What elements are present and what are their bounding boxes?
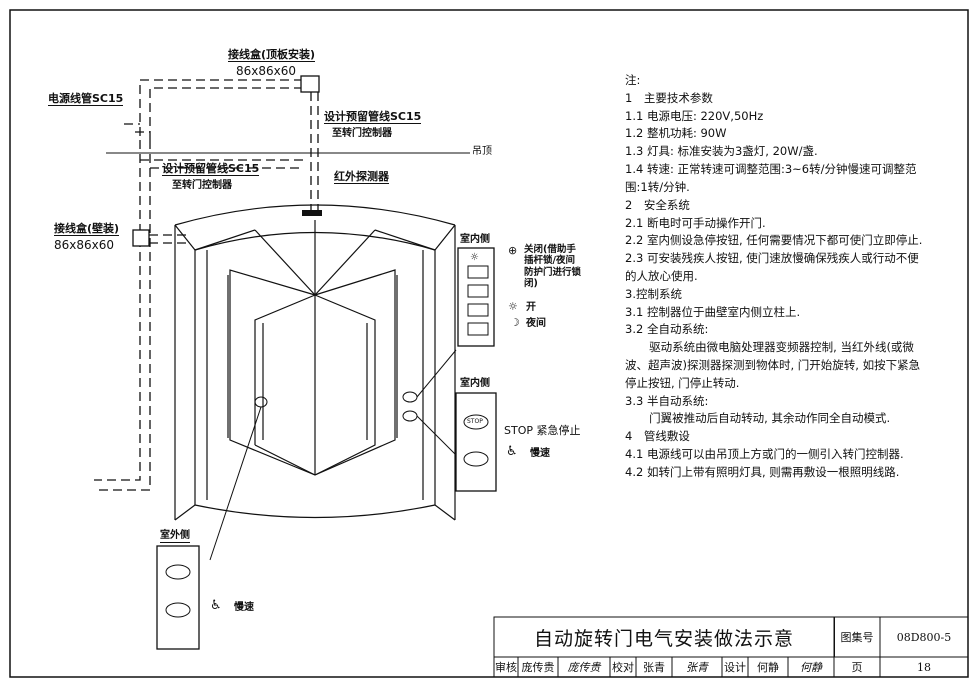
outdoor-sensor-button [165, 564, 191, 580]
night-label: 夜间 [526, 318, 546, 329]
note-line: 3.控制系统 [625, 286, 682, 301]
title-block: 自动旋转门电气安装做法示意 图集号 08D800-5 审核 庞传贵 庞传贵 校对… [494, 617, 968, 677]
slow-button-outdoor [165, 602, 191, 618]
slow-speed-label-2: 慢速 [234, 602, 254, 613]
wheelchair-icon-outdoor: ♿ [210, 598, 222, 613]
reviewer-signature: 庞传贵 [567, 661, 601, 674]
design-label: 设计 [724, 661, 746, 674]
notes-heading: 注: [625, 73, 641, 87]
slow-speed-label-1: 慢速 [530, 448, 550, 459]
note-line: 驱动系统由微电脑处理器变频器控制, 当红外线(或微波、超声波)探测器探测到物体时… [625, 340, 921, 390]
note-line: 1.2 整机功耗: 90W [625, 126, 727, 141]
junction-box-ceiling-label: 接线盒(顶板安装) [228, 48, 316, 63]
outdoor-side-label: 室外侧 [160, 530, 190, 543]
indoor-panel-2 [455, 392, 497, 492]
post-sensor-right-1 [402, 391, 418, 403]
junction-box-ceiling-size: 86x86x60 [236, 64, 297, 78]
note-line: 3.2 全自动系统: [625, 322, 709, 337]
to-controller-label-1: 至转门控制器 [332, 128, 392, 139]
indoor-side-label-2: 室内侧 [460, 378, 490, 389]
note-line: 2.1 断电时可手动操作开门. [625, 215, 766, 230]
checker-name: 张青 [643, 661, 665, 674]
wheelchair-icon-indoor: ♿ [506, 444, 518, 459]
note-line: 3.3 半自动系统: [625, 393, 709, 408]
emergency-stop-label: STOP 紧急停止 [504, 424, 581, 437]
page-label: 页 [851, 661, 863, 674]
drawing-title: 自动旋转门电气安装做法示意 [494, 617, 835, 657]
designer-name: 何静 [757, 661, 779, 674]
post-sensor-left [254, 396, 268, 408]
page-number: 18 [917, 660, 931, 674]
leader-line-1 [416, 349, 457, 398]
junction-box-ceiling [300, 75, 320, 93]
open-label: 开 [526, 302, 536, 313]
note-line: 1.3 灯具: 标准安装为3盏灯, 20W/盏. [625, 144, 818, 159]
panel-1-switch-1 [467, 265, 489, 279]
panel-1-switch-2 [467, 284, 489, 298]
ceiling-label: 吊顶 [472, 146, 492, 157]
conduit-lines [94, 79, 319, 491]
reserved-conduit-label-1: 设计预留管线SC15 [324, 110, 422, 125]
reserved-conduit-label-2: 设计预留管线SC15 [162, 162, 260, 177]
junction-box-wall-label: 接线盒(壁装) [54, 222, 120, 237]
note-line: 1.1 电源电压: 220V,50Hz [625, 108, 764, 123]
junction-box-wall-size: 86x86x60 [54, 238, 115, 252]
note-line: 2.3 可安装残疾人按钮, 使门速放慢确保残疾人或行动不便的人放心使用. [625, 251, 919, 283]
revolving-door [174, 204, 456, 521]
reviewer-name: 庞传贵 [521, 661, 555, 674]
indoor-side-label-1: 室内侧 [460, 234, 490, 245]
stop-button [463, 414, 489, 430]
junction-box-wall [132, 229, 150, 247]
note-line: 1 主要技术参数 [625, 90, 713, 105]
infrared-detector [302, 210, 322, 216]
infrared-detector-label: 红外探测器 [334, 170, 389, 185]
close-description: 关闭(借助手插杆锁/夜间防护门进行锁闭) [524, 244, 582, 290]
sun-icon: ☼ [470, 252, 479, 263]
designer-signature: 何静 [800, 661, 822, 674]
note-line: 2.2 室内侧设急停按钮, 任何需要情况下都可使门立即停止. [625, 233, 923, 248]
panel-1-switch-3 [467, 303, 489, 317]
note-line: 2 安全系统 [625, 197, 690, 212]
leader-line-3 [209, 406, 262, 561]
slow-button-indoor [463, 451, 489, 467]
leader-line-2 [416, 415, 457, 456]
stop-button-text: STOP [467, 418, 483, 425]
close-symbol-icon: ⊕ [508, 244, 518, 257]
outdoor-panel [156, 545, 200, 650]
note-line: 4 管线敷设 [625, 429, 690, 444]
panel-1-switch-4 [467, 322, 489, 336]
check-label: 校对 [612, 661, 634, 674]
atlas-no-label: 图集号 [840, 631, 874, 644]
atlas-no: 08D800-5 [896, 630, 952, 644]
checker-signature: 张青 [686, 661, 708, 674]
sheet-border [9, 9, 969, 678]
note-line: 4.1 电源线可以由吊顶上方或门的一侧引入转门控制器. [625, 447, 904, 462]
power-conduit-label: 电源线管SC15 [48, 92, 124, 107]
moon-icon: ☽ [510, 316, 520, 329]
note-line: 1.4 转速: 正常转速可调整范围:3~6转/分钟慢速可调整范围:1转/分钟. [625, 162, 917, 194]
notes-panel: 注: 1 主要技术参数 1.1 电源电压: 220V,50Hz 1.2 整机功耗… [625, 72, 925, 482]
note-line: 3.1 控制器位于曲壁室内侧立柱上. [625, 304, 801, 319]
note-line: 门翼被推动后自动转动, 其余动作同全自动模式. [649, 411, 891, 426]
indoor-panel-1 [457, 247, 495, 347]
open-sun-icon: ☼ [508, 300, 518, 313]
note-line: 4.2 如转门上带有照明灯具, 则需再敷设一根照明线路. [625, 464, 900, 479]
review-label: 审核 [495, 661, 517, 674]
post-sensor-right-2 [402, 410, 418, 422]
to-controller-label-2: 至转门控制器 [172, 180, 232, 191]
